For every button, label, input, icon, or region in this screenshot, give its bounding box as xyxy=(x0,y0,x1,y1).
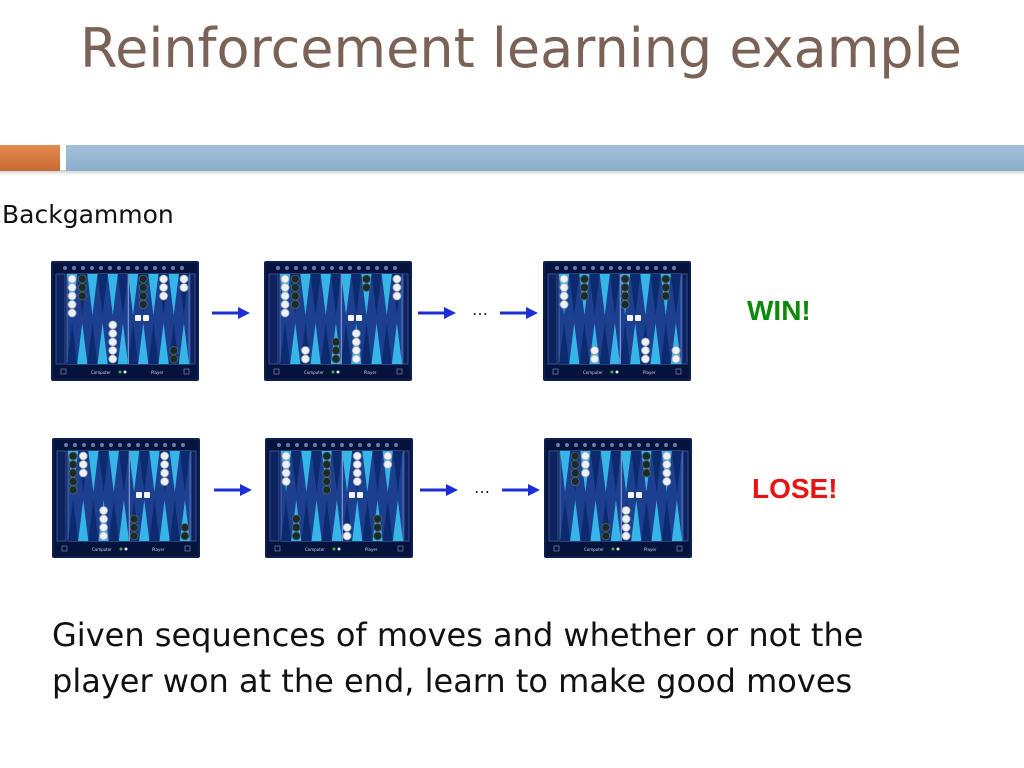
board-graphic: Computer Player xyxy=(267,440,411,556)
svg-text:Player: Player xyxy=(151,370,164,375)
arrow-right-icon xyxy=(214,484,252,496)
svg-text:Computer: Computer xyxy=(305,547,325,552)
svg-text:Player: Player xyxy=(364,370,377,375)
title-rule-shadow xyxy=(0,170,1024,175)
svg-text:Computer: Computer xyxy=(91,370,111,375)
slide-subtitle: Backgammon xyxy=(2,200,174,229)
board-graphic: Computer Player xyxy=(53,263,197,379)
board-graphic: Computer Player xyxy=(266,263,410,379)
outcome-lose-label: LOSE! xyxy=(752,473,838,504)
arrow-right-icon xyxy=(500,307,538,319)
slide-caption: Given sequences of moves and whether or … xyxy=(52,616,864,700)
board-graphic: Computer Player xyxy=(546,440,690,556)
svg-text:Computer: Computer xyxy=(583,370,603,375)
title-rule-accent xyxy=(0,145,60,171)
backgammon-board-win-middle: Computer Player xyxy=(264,261,412,381)
svg-text:Computer: Computer xyxy=(304,370,324,375)
svg-text:Player: Player xyxy=(644,547,657,552)
ellipsis: … xyxy=(472,300,488,319)
arrow-right-icon xyxy=(502,484,540,496)
svg-text:Player: Player xyxy=(365,547,378,552)
arrow-right-icon xyxy=(212,307,250,319)
board-graphic: Computer Player xyxy=(54,440,198,556)
arrow-right-icon xyxy=(418,307,456,319)
outcome-win-label: WIN! xyxy=(747,295,811,326)
slide-title: Reinforcement learning example xyxy=(80,17,962,80)
title-rule-bar xyxy=(66,145,1024,171)
backgammon-board-win-end: Computer Player xyxy=(543,261,691,381)
svg-text:Computer: Computer xyxy=(92,547,112,552)
svg-text:Player: Player xyxy=(152,547,165,552)
ellipsis: … xyxy=(474,478,490,497)
backgammon-board-lose-middle: Computer Player xyxy=(265,438,413,558)
board-graphic: Computer Player xyxy=(545,263,689,379)
backgammon-board-lose-start: Computer Player xyxy=(52,438,200,558)
backgammon-board-win-start: Computer Player xyxy=(51,261,199,381)
svg-text:Computer: Computer xyxy=(584,547,604,552)
arrow-right-icon xyxy=(420,484,458,496)
svg-text:Player: Player xyxy=(643,370,656,375)
backgammon-board-lose-end: Computer Player xyxy=(544,438,692,558)
